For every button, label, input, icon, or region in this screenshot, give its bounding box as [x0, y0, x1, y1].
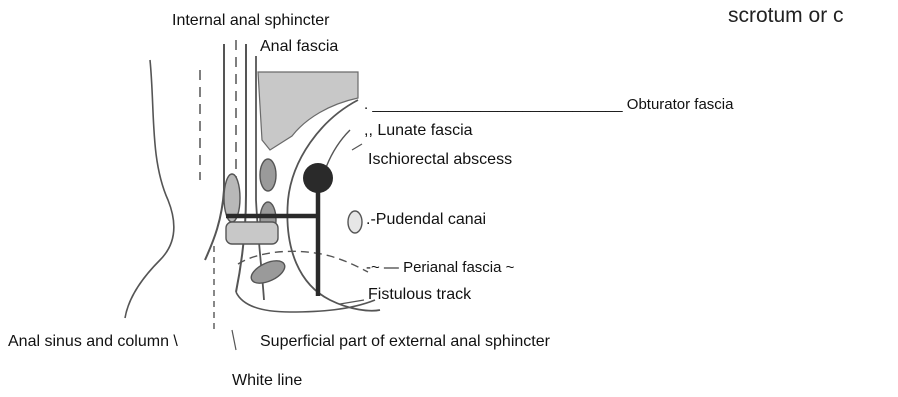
label-lunate-fascia: ,, Lunate fascia: [364, 122, 473, 140]
label-obturator-fascia: . ______________________________ Obturat…: [364, 96, 734, 114]
label-white-line: White line: [232, 372, 302, 390]
lunate-pointer: [352, 144, 362, 150]
anal-sinus-pointer: [232, 330, 236, 350]
header-fragment: scrotum or c: [728, 4, 844, 28]
label-fistulous-track: Fistulous track: [368, 286, 471, 304]
sphincter-block: [226, 222, 278, 244]
pudendal-canal: [348, 211, 362, 233]
anal-canal-wall-left: [205, 44, 224, 260]
anal-canal-wall-right: [236, 44, 246, 292]
label-perianal-fascia: -~ — Perianal fascia ~: [366, 259, 514, 277]
label-anal-sinus-and-column: Anal sinus and column \: [8, 333, 178, 351]
label-internal-anal-sphincter: Internal anal sphincter: [172, 12, 329, 30]
label-superficial-external-sphincter: Superficial part of external anal sphinc…: [260, 333, 550, 351]
body-contour-left: [125, 60, 174, 318]
label-pudendal-canal: .-Pudendal canai: [366, 211, 486, 229]
fistulous-pointer: [340, 300, 364, 304]
superficial-sphincter: [248, 256, 288, 288]
sphincter-blob-2: [260, 159, 276, 191]
label-anal-fascia: Anal fascia: [260, 38, 338, 56]
dashed-mucosa-line: [200, 40, 236, 180]
label-ischiorectal-abscess: Ischiorectal abscess: [368, 151, 512, 169]
